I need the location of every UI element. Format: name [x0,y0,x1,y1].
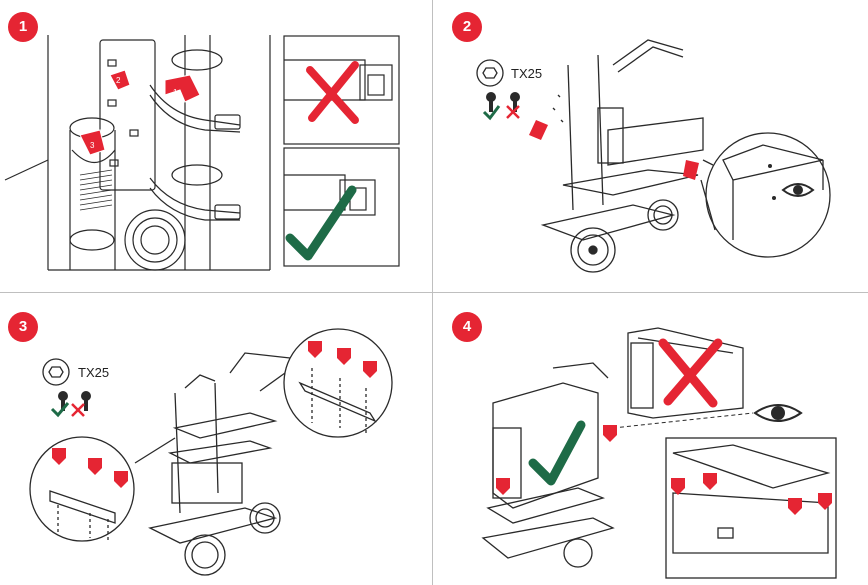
arrow-rotate-icon [79,69,201,156]
eye-icon [753,404,803,422]
step-1-panel: 1 [0,0,432,292]
step-1-illustration: 1 2 3 [4,35,400,271]
screw-icon [486,92,520,112]
arrow-right-icon [529,120,699,180]
torx-bit-icon [42,358,70,386]
horizontal-divider [0,292,868,293]
torx-size-label: TX25 [511,66,543,81]
arrow-down-icon [52,341,377,488]
step-1-badge: 1 [8,12,38,42]
svg-text:2: 2 [116,76,121,85]
screw-icon [58,391,91,411]
step-3-badge: 3 [8,312,38,342]
cross-icon [71,403,85,417]
eye-icon [781,183,815,197]
svg-text:3: 3 [90,141,95,150]
check-icon [482,105,501,121]
step-4-badge: 4 [452,312,482,342]
step-4-panel: 4 [433,293,868,585]
torx-bit-icon [476,59,504,87]
cross-icon [306,61,359,124]
torx-size-label: TX25 [78,365,110,380]
step-4-illustration [481,327,837,579]
step-3-panel: 3 TX25 [0,293,432,585]
step-2-illustration [476,39,831,273]
step-2-panel: 2 TX25 [433,0,868,292]
svg-text:1: 1 [173,88,178,97]
check-icon [50,402,70,418]
cross-icon [658,338,723,408]
arrow-down-icon [496,425,832,515]
check-icon [528,420,586,486]
check-icon [285,185,357,261]
step-3-illustration [29,328,393,576]
step-2-badge: 2 [452,12,482,42]
cross-icon [506,105,520,119]
